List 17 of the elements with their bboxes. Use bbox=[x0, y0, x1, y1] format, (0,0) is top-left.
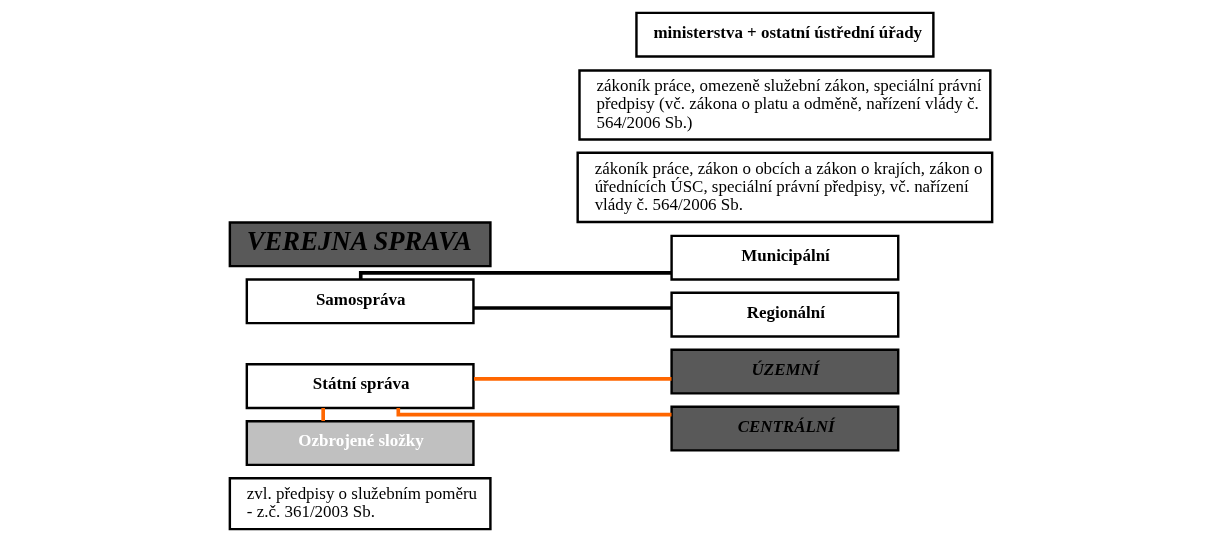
node-box: CENTRÁLNÍ bbox=[669, 405, 899, 452]
connector bbox=[358, 271, 671, 280]
node-box: Regionální bbox=[669, 291, 899, 338]
node-box: Samospráva bbox=[245, 278, 475, 325]
node-box: ministerstva + ostatní ústřední úřady bbox=[634, 11, 935, 58]
node-box: ÚZEMNÍ bbox=[669, 348, 899, 395]
node-box: zákoník práce, omezeně služební zákon, speciální právní předpisy (vč. zákona o platu a odměně, nařízení vlády č. 564/2006 Sb.) bbox=[577, 69, 992, 141]
node-box: zvl. předpisy o služebním poměru - z.č. 361/2003 Sb. bbox=[228, 477, 492, 531]
node-box: VEREJNA SPRAVA bbox=[228, 221, 492, 268]
connector bbox=[473, 306, 671, 310]
connector bbox=[320, 408, 325, 421]
node-box: Ozbrojené složky bbox=[245, 420, 475, 467]
node-box: zákoník práce, zákon o obcích a zákon o krajích, zákon o úřednících ÚSC, speciální právní předpisy, vč. nařízení vlády č. 564/2006 Sb. bbox=[575, 151, 993, 224]
connector bbox=[396, 408, 671, 417]
node-box: Municipální bbox=[669, 234, 899, 281]
connector bbox=[473, 377, 671, 381]
node-box: Státní správa bbox=[245, 363, 475, 410]
